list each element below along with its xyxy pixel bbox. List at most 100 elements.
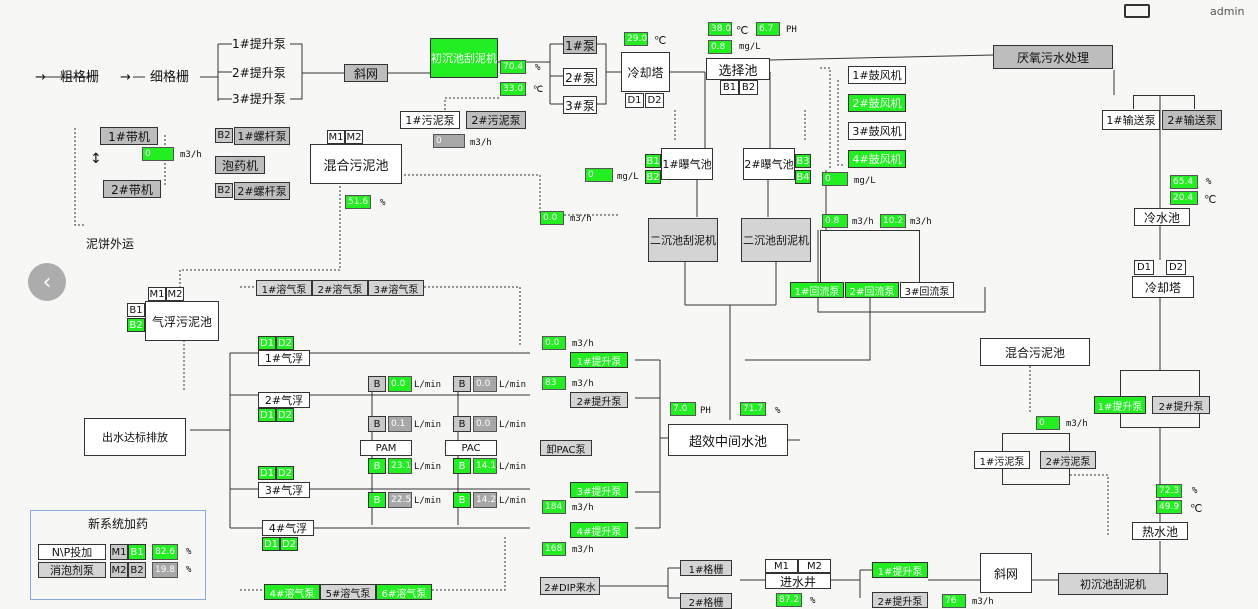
screw-pump-2[interactable]: 2#螺杆泵	[234, 182, 290, 200]
aeration-tank-2[interactable]: 2#曝气池	[743, 148, 795, 180]
right-mixed-sludge-tank[interactable]: 混合污泥池	[980, 338, 1090, 366]
lift-mid-pump-1[interactable]: 1#提升泵	[570, 352, 628, 368]
flotation-unit-2[interactable]: 2#气浮	[258, 392, 310, 408]
dosing-machine[interactable]: 泡药机	[215, 156, 265, 174]
mixed-sludge-tank[interactable]: 混合污泥池	[310, 144, 402, 184]
cool-pump-2[interactable]: 2#泵	[563, 68, 597, 86]
lift-mid-pump-4[interactable]: 4#提升泵	[570, 522, 628, 538]
flotation-unit-1[interactable]: 1#气浮	[258, 350, 310, 366]
flot1-d2[interactable]: D2	[276, 336, 294, 350]
flot-b2[interactable]: B2	[127, 318, 145, 332]
sludge-pump-2[interactable]: 2#污泥泵	[466, 111, 526, 129]
flot-m2[interactable]: M2	[166, 287, 184, 301]
screw-pump-1[interactable]: 1#螺杆泵	[234, 127, 290, 145]
hot-water-pool[interactable]: 热水池	[1132, 522, 1188, 540]
flot3-d1[interactable]: D1	[258, 466, 276, 480]
grid-1[interactable]: 1#格栅	[680, 560, 732, 576]
pac-unload-pump[interactable]: 卸PAC泵	[540, 440, 592, 456]
defoam-m2[interactable]: M2	[110, 562, 128, 578]
right-sludge-pump-1[interactable]: 1#污泥泵	[974, 451, 1030, 469]
cool-pump-1[interactable]: 1#泵	[563, 36, 597, 54]
flotation-unit-3[interactable]: 3#气浮	[258, 482, 310, 498]
secondary-scraper-1[interactable]: 二沉池刮泥机	[648, 218, 718, 262]
inlet-well[interactable]: 进水井	[765, 573, 831, 589]
np-b1[interactable]: B1	[128, 544, 146, 560]
bottom-screen[interactable]: 斜网	[980, 553, 1032, 593]
effluent-mid-pool[interactable]: 超效中间水池	[668, 424, 788, 456]
flot4-d1[interactable]: D1	[262, 537, 280, 551]
flotation-unit-4[interactable]: 4#气浮	[262, 520, 314, 536]
admin-user[interactable]: admin	[1210, 5, 1245, 18]
belt-press-2[interactable]: 2#带机	[103, 180, 161, 198]
lift-mid-pump-2[interactable]: 2#提升泵	[570, 392, 628, 408]
well-m1[interactable]: M1	[765, 559, 798, 573]
lift-pump-2[interactable]: 2#提升泵	[232, 66, 286, 80]
cold-water-pool[interactable]: 冷水池	[1134, 208, 1190, 226]
belt-press-1[interactable]: 1#带机	[100, 127, 158, 145]
lift-pump-3[interactable]: 3#提升泵	[232, 92, 286, 106]
defoam-b2[interactable]: B2	[128, 562, 146, 578]
screw-b2b[interactable]: B2	[215, 183, 233, 198]
flot2-d2[interactable]: D2	[276, 408, 294, 422]
flot3-d2[interactable]: D2	[276, 466, 294, 480]
flotation-sludge-tank[interactable]: 气浮污泥池	[145, 301, 219, 341]
np-m1[interactable]: M1	[110, 544, 128, 560]
monitor-icon[interactable]	[1124, 4, 1150, 18]
dissolved-pump-5[interactable]: 5#溶气泵	[320, 584, 376, 600]
cooling-tower-right[interactable]: 冷却塔	[1132, 276, 1194, 298]
selector-b1[interactable]: B1	[720, 80, 739, 95]
right-sludge-pump-2[interactable]: 2#污泥泵	[1040, 451, 1096, 469]
pac-b-2[interactable]: B	[453, 416, 471, 432]
bottom-primary-scraper[interactable]: 初沉池刮泥机	[1058, 573, 1168, 595]
blower-4[interactable]: 4#鼓风机	[848, 150, 906, 168]
cooling-right-d2[interactable]: D2	[1166, 260, 1186, 275]
return-pump-2[interactable]: 2#回流泵	[845, 282, 899, 298]
aeration-b2[interactable]: B2	[645, 170, 661, 184]
mix-m2[interactable]: M2	[345, 130, 363, 144]
cool-d1[interactable]: D1	[625, 93, 644, 108]
mix-m1[interactable]: M1	[327, 130, 345, 144]
blower-3[interactable]: 3#鼓风机	[848, 122, 906, 140]
bottom-lift-pump-1[interactable]: 1#提升泵	[872, 562, 928, 578]
pac-b-4[interactable]: B	[453, 492, 471, 508]
cooling-right-d1[interactable]: D1	[1134, 260, 1154, 275]
flot1-d1[interactable]: D1	[258, 336, 276, 350]
back-arrow-icon[interactable]: ‹	[28, 263, 66, 301]
flot-b1[interactable]: B1	[127, 303, 145, 317]
dissolved-pump-3[interactable]: 3#溶气泵	[368, 280, 424, 296]
defoam-pump[interactable]: 消泡剂泵	[38, 562, 106, 578]
well-m2[interactable]: M2	[798, 559, 831, 573]
aeration-b1[interactable]: B1	[645, 154, 661, 168]
flot2-d1[interactable]: D1	[258, 408, 276, 422]
pam-tank[interactable]: PAM	[360, 440, 412, 456]
aeration-tank-1[interactable]: 1#曝气池	[661, 148, 713, 180]
sludge-pump-1[interactable]: 1#污泥泵	[400, 111, 460, 129]
dissolved-pump-2[interactable]: 2#溶气泵	[312, 280, 368, 296]
return-pump-3[interactable]: 3#回流泵	[900, 282, 954, 298]
cooling-tower-top[interactable]: 冷却塔	[621, 52, 670, 92]
cool-pump-3[interactable]: 3#泵	[563, 96, 597, 114]
pam-b-1[interactable]: B	[368, 376, 386, 392]
pam-b-4[interactable]: B	[368, 492, 386, 508]
pac-b-3[interactable]: B	[453, 458, 471, 474]
lift-mid-pump-3[interactable]: 3#提升泵	[570, 482, 628, 498]
dissolved-pump-6[interactable]: 6#溶气泵	[376, 584, 432, 600]
pac-tank[interactable]: PAC	[445, 440, 497, 456]
flot-m1[interactable]: M1	[148, 287, 166, 301]
np-dose-pump[interactable]: N\P投加	[38, 544, 106, 560]
blower-1[interactable]: 1#鼓风机	[848, 66, 906, 84]
pac-b-1[interactable]: B	[453, 376, 471, 392]
transfer-pump-1[interactable]: 1#输送泵	[1102, 110, 1160, 130]
right-lift-pump-2[interactable]: 2#提升泵	[1152, 396, 1210, 414]
anaerobic-treatment[interactable]: 厌氧污水处理	[993, 45, 1113, 69]
blower-2[interactable]: 2#鼓风机	[848, 94, 906, 112]
lift-pump-1[interactable]: 1#提升泵	[232, 37, 286, 51]
discharge-outlet[interactable]: 出水达标排放	[84, 418, 186, 456]
selector-b2[interactable]: B2	[739, 80, 758, 95]
pam-b-3[interactable]: B	[368, 458, 386, 474]
dissolved-pump-4[interactable]: 4#溶气泵	[264, 584, 320, 600]
transfer-pump-2[interactable]: 2#输送泵	[1162, 110, 1222, 130]
screw-b2a[interactable]: B2	[215, 128, 233, 143]
dip-inlet[interactable]: 2#DIP来水	[540, 577, 600, 595]
grid-2[interactable]: 2#格栅	[680, 593, 732, 609]
